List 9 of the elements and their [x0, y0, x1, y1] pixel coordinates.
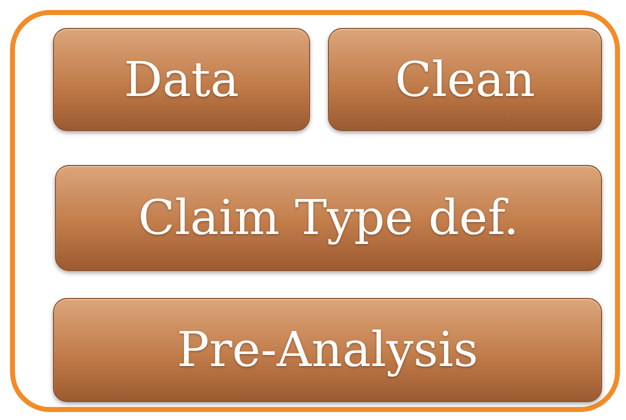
- box-label: Clean: [394, 52, 535, 108]
- box-label: Claim Type def.: [138, 190, 519, 246]
- container-frame: [10, 10, 620, 412]
- process-box: [328, 28, 602, 131]
- process-box: [53, 298, 602, 402]
- process-box: [55, 165, 602, 271]
- box-label: Data: [124, 52, 239, 108]
- box-label: Pre-Analysis: [176, 322, 478, 378]
- process-box: [53, 28, 310, 131]
